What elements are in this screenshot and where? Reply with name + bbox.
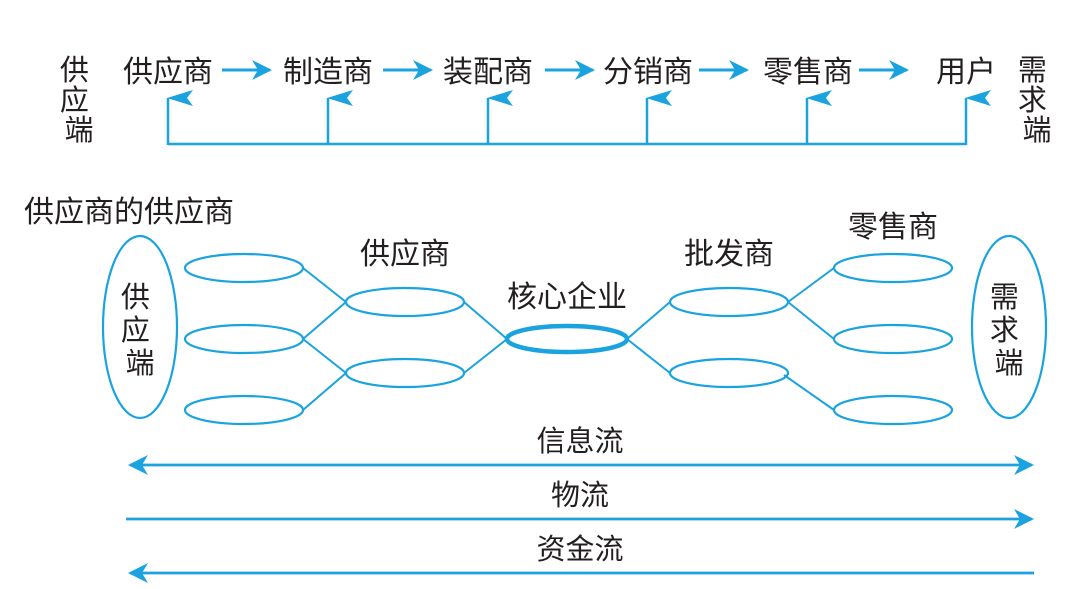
connector-lines — [302, 267, 835, 411]
wholesaler-column-label: 批发商 — [684, 237, 774, 272]
connector-line — [463, 301, 508, 340]
chain-node-assembler: 装配商 — [443, 55, 533, 90]
connector-line — [787, 267, 835, 303]
logistics-flow-label: 物流 — [551, 478, 609, 512]
label-char: 求 — [990, 313, 1019, 347]
connector-line — [302, 267, 347, 303]
demand-end-char: 需 — [1018, 53, 1047, 87]
top-chain: 供 应 端 需 求 端 供应商 制造商 装配商 分销商 零售商 用户 — [60, 53, 1056, 147]
chain-node-user: 用户 — [936, 55, 996, 90]
supplier-node — [344, 286, 466, 318]
information-flow-label: 信息流 — [536, 424, 623, 458]
connector-line — [626, 338, 671, 374]
connector-line — [463, 338, 508, 374]
chain-node-supplier: 供应商 — [123, 55, 213, 90]
flows: 信息流 物流 资金流 — [126, 424, 1034, 583]
tier2-supplier-node — [183, 323, 305, 355]
retailer-node — [832, 252, 954, 284]
retailer-column-label: 零售商 — [848, 210, 938, 245]
wholesaler-node — [668, 286, 790, 318]
supply-end-char: 应 — [60, 83, 89, 117]
demand-end-inner-label: 需 求 端 — [990, 280, 1028, 380]
supply-end-ellipse — [101, 234, 179, 420]
tier2-supplier-node — [183, 394, 305, 426]
connector-line — [783, 374, 835, 411]
capital-flow-label: 资金流 — [536, 532, 623, 566]
supplier-of-supplier-label: 供应商的供应商 — [24, 195, 234, 230]
core-enterprise-label: 核心企业 — [507, 280, 627, 315]
core-enterprise-node — [504, 323, 630, 355]
connector-line — [626, 301, 671, 340]
network: 供应商的供应商 供应商 核心企业 批发商 零售商 供 应 端 需 — [24, 195, 1048, 426]
wholesaler-node — [668, 357, 790, 389]
label-char: 供 — [121, 280, 150, 314]
chain-node-manufacturer: 制造商 — [283, 55, 373, 90]
supplier-node — [344, 357, 466, 389]
connector-line — [302, 301, 347, 340]
connector-line — [302, 338, 347, 374]
chain-node-distributor: 分销商 — [603, 55, 693, 90]
chain-node-retailer: 零售商 — [763, 55, 853, 90]
supply-end-inner-label: 供 应 端 — [121, 280, 159, 380]
retailer-node — [832, 394, 954, 426]
tier2-supplier-node — [183, 252, 305, 284]
demand-end-char: 求 — [1018, 83, 1047, 117]
retailer-node — [832, 323, 954, 355]
label-char: 应 — [121, 313, 150, 347]
supply-end-char: 端 — [64, 113, 93, 147]
connector-line — [302, 372, 347, 411]
demand-end-label: 需 求 端 — [1018, 53, 1056, 147]
label-char: 需 — [990, 280, 1019, 314]
connector-line — [787, 301, 835, 340]
demand-end-ellipse — [970, 234, 1048, 420]
label-char: 端 — [125, 346, 154, 380]
supply-end-char: 供 — [60, 53, 89, 87]
supplier-column-label: 供应商 — [360, 237, 450, 272]
label-char: 端 — [994, 346, 1023, 380]
supply-end-label: 供 应 端 — [60, 53, 98, 147]
demand-end-char: 端 — [1022, 113, 1051, 147]
